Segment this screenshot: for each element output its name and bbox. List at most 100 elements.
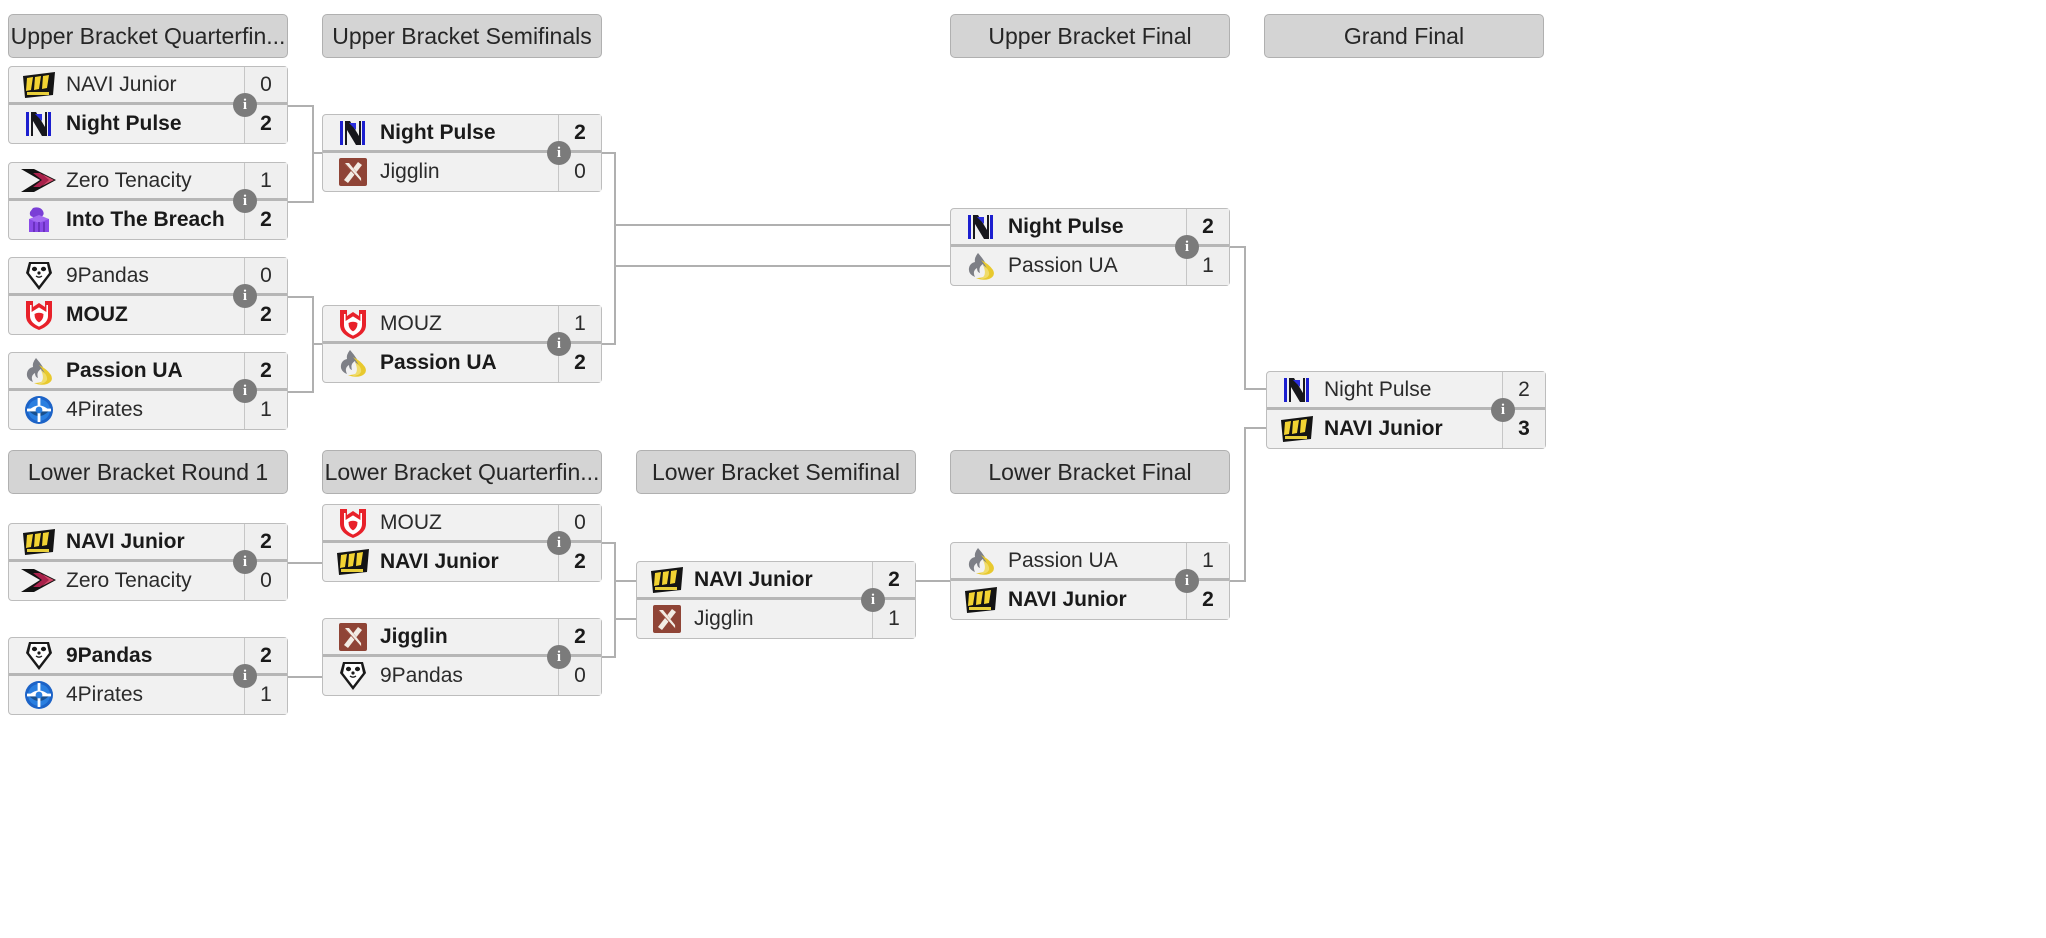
team-name: MOUZ (380, 311, 442, 335)
team-name: Passion UA (380, 351, 497, 374)
team-name: Passion UA (1008, 548, 1118, 572)
zero-tenacity-logo (18, 165, 60, 197)
round-header-lbr1[interactable]: Lower Bracket Round 1 (8, 450, 288, 494)
connector (916, 580, 950, 582)
navi-junior-logo (960, 584, 1002, 616)
night-pulse-logo (1276, 374, 1318, 406)
connector (312, 105, 314, 203)
4pirates-logo (18, 394, 60, 426)
match-info-badge[interactable]: i (1491, 398, 1515, 422)
connector (312, 343, 324, 345)
round-header-lbf[interactable]: Lower Bracket Final (950, 450, 1230, 494)
round-header-label: Upper Bracket Final (988, 22, 1192, 49)
round-header-label: Lower Bracket Semifinal (652, 458, 900, 485)
team-name: Jigglin (380, 624, 448, 648)
match-info-badge[interactable]: i (547, 141, 571, 165)
night-pulse-logo (18, 108, 60, 140)
passion-ua-logo (960, 250, 1002, 282)
match-info-badge[interactable]: i (1175, 569, 1199, 593)
9pandas-logo (332, 660, 374, 692)
navi-junior-logo (1276, 413, 1318, 445)
connector (602, 343, 616, 345)
connector (1244, 388, 1266, 390)
connector (1244, 427, 1266, 429)
connector (614, 542, 616, 658)
match-info-badge[interactable]: i (547, 332, 571, 356)
passion-ua-logo (18, 355, 60, 387)
round-header-lbqf[interactable]: Lower Bracket Quarterfin... (322, 450, 602, 494)
match-info-badge[interactable]: i (1175, 235, 1199, 259)
connector (602, 542, 616, 544)
connector (602, 656, 616, 658)
connector (614, 265, 950, 267)
round-header-label: Lower Bracket Round 1 (27, 458, 269, 485)
match-info-badge[interactable]: i (233, 284, 257, 308)
match-info-badge[interactable]: i (547, 645, 571, 669)
jigglin-logo (332, 156, 374, 188)
connector (614, 224, 950, 226)
mouz-logo (332, 308, 374, 340)
match-info-badge[interactable]: i (233, 379, 257, 403)
team-name: Night Pulse (1324, 377, 1432, 401)
match-info-badge[interactable]: i (233, 189, 257, 213)
team-name: NAVI Junior (1008, 588, 1127, 611)
match-info-badge[interactable]: i (861, 588, 885, 612)
round-header-ubf[interactable]: Upper Bracket Final (950, 14, 1230, 58)
round-header-lbsf[interactable]: Lower Bracket Semifinal (636, 450, 916, 494)
round-header-gf[interactable]: Grand Final (1264, 14, 1544, 58)
connector (602, 152, 616, 154)
team-row[interactable]: Passion UA 2 (323, 344, 601, 382)
team-name: Into The Breach (66, 208, 225, 231)
9pandas-logo (18, 260, 60, 292)
team-score: 2 (558, 543, 601, 581)
connector (288, 296, 314, 298)
team-name: 9Pandas (66, 643, 153, 667)
team-name: Night Pulse (1008, 214, 1124, 238)
connector (614, 152, 616, 345)
connector (288, 562, 324, 564)
round-header-label: Upper Bracket Quarterfin... (10, 22, 286, 49)
team-score: 2 (558, 344, 601, 382)
round-header-ubsf[interactable]: Upper Bracket Semifinals (322, 14, 602, 58)
connector (312, 152, 324, 154)
team-name: Jigglin (694, 607, 754, 630)
match-info-badge[interactable]: i (233, 550, 257, 574)
match-info-badge[interactable]: i (233, 664, 257, 688)
team-name: MOUZ (66, 303, 128, 326)
team-name: 4Pirates (66, 683, 144, 706)
round-header-label: Upper Bracket Semifinals (332, 22, 592, 49)
9pandas-logo (18, 640, 60, 672)
connector (1230, 580, 1246, 582)
match-info-badge[interactable]: i (233, 93, 257, 117)
navi-junior-logo (646, 564, 688, 596)
match-info-badge[interactable]: i (547, 531, 571, 555)
round-header-ubqf[interactable]: Upper Bracket Quarterfin... (8, 14, 288, 58)
team-name: NAVI Junior (694, 567, 813, 591)
team-name: 9Pandas (66, 263, 149, 287)
connector (1244, 427, 1246, 581)
connector (614, 618, 636, 620)
